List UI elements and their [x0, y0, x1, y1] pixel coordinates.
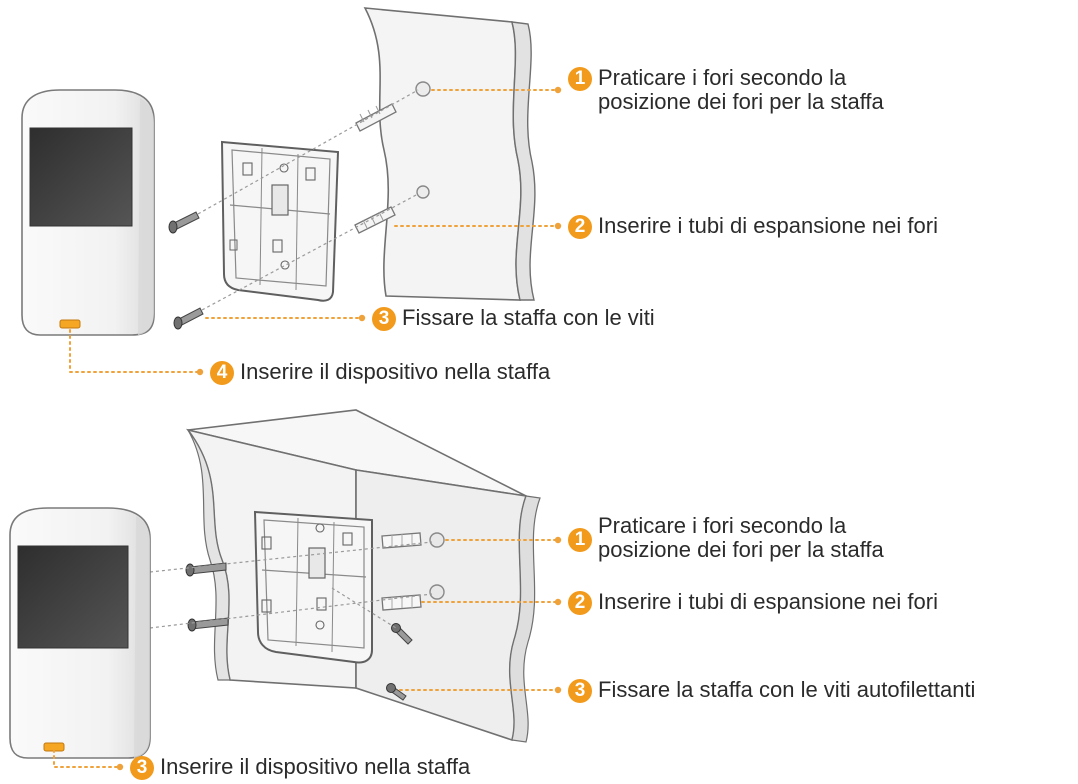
- assembly-guide-lines: [149, 541, 433, 629]
- corner-step-2-insert-tubes: 2 Inserire i tubi di espansione nei fori: [568, 590, 938, 615]
- screw-icon: [185, 562, 227, 577]
- step-number-badge: 3: [130, 756, 154, 780]
- pir-sensor-device: [9, 507, 151, 759]
- expansion-tube-icon: [381, 594, 422, 611]
- screw-icon: [173, 307, 204, 330]
- corner-step-3-fix-bracket: 3 Fissare la staffa con le viti autofile…: [568, 678, 975, 703]
- expansion-tube-icon: [354, 206, 396, 234]
- screw-icon: [168, 211, 200, 234]
- step-number-badge: 1: [568, 67, 592, 91]
- step-text: Fissare la staffa con le viti autofilett…: [598, 677, 976, 702]
- flat-wall: [363, 7, 536, 301]
- step-text: Inserire il dispositivo nella staffa: [240, 359, 551, 384]
- step-text: Inserire il dispositivo nella staffa: [160, 754, 471, 779]
- step-number-badge: 3: [568, 679, 592, 703]
- step-number-badge: 2: [568, 591, 592, 615]
- leader-dots: [116, 86, 562, 771]
- drill-hole-icon: [416, 185, 430, 199]
- step-number-badge: 3: [372, 307, 396, 331]
- corner-step-1-drill-holes: 1 Praticare i fori secondo la posizione …: [568, 514, 884, 562]
- step-1-drill-holes: 1 Praticare i fori secondo la posizione …: [568, 66, 884, 114]
- step-2-insert-tubes: 2 Inserire i tubi di espansione nei fori: [568, 214, 938, 239]
- step-number-badge: 4: [210, 361, 234, 385]
- step-4-insert-device: 4 Inserire il dispositivo nella staffa: [210, 360, 550, 385]
- flat-wall-panel: [21, 7, 536, 336]
- step-text: Praticare i fori secondo la posizione de…: [598, 65, 884, 114]
- corner-wall-panel: [9, 409, 541, 759]
- step-text: Praticare i fori secondo la posizione de…: [598, 513, 884, 562]
- expansion-tube-icon: [355, 103, 397, 132]
- screw-icon: [187, 617, 229, 632]
- step-text: Inserire i tubi di espansione nei fori: [598, 589, 938, 614]
- expansion-tube-icon: [381, 532, 422, 549]
- pir-sensor-device: [21, 89, 155, 336]
- drill-hole-icon: [429, 532, 445, 548]
- step-text: Inserire i tubi di espansione nei fori: [598, 213, 938, 238]
- corner-step-4-insert-device: 3 Inserire il dispositivo nella staffa: [130, 755, 470, 780]
- step-3-fix-bracket: 3 Fissare la staffa con le viti: [372, 306, 655, 331]
- step-text: Fissare la staffa con le viti: [402, 305, 655, 330]
- mounting-bracket: [253, 510, 373, 664]
- drill-hole-icon: [429, 584, 445, 600]
- screw-icon: [391, 623, 413, 645]
- step-number-badge: 1: [568, 528, 592, 552]
- leader-lines: [53, 89, 557, 768]
- screw-icon: [386, 683, 407, 701]
- drill-hole-icon: [415, 81, 431, 97]
- assembly-guide-lines: [197, 89, 419, 311]
- mounting-bracket: [220, 140, 340, 302]
- step-number-badge: 2: [568, 215, 592, 239]
